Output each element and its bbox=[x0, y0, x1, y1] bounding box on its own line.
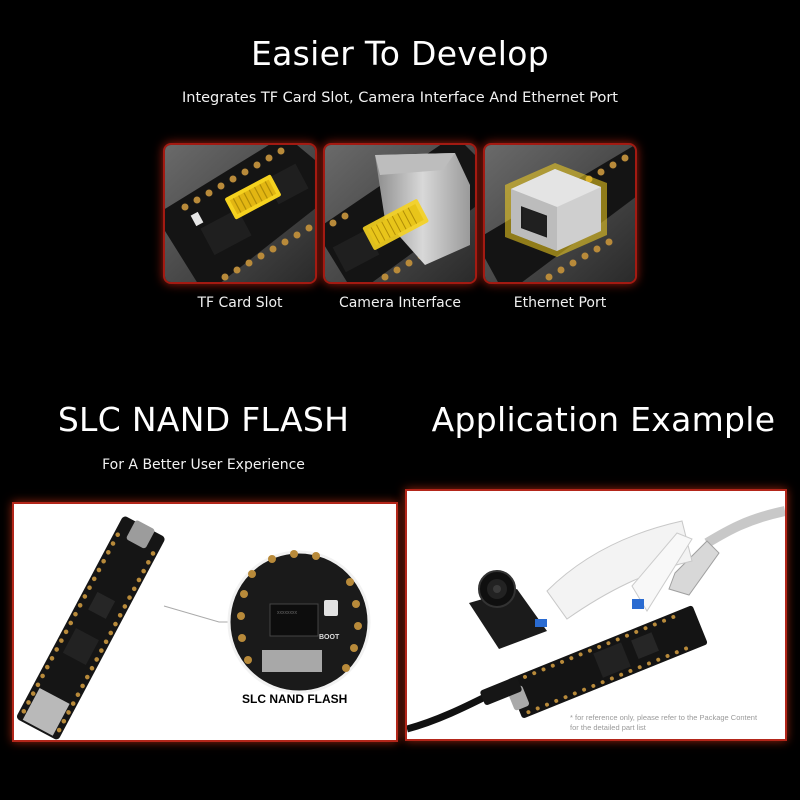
nand-flash-panel: xxxxxxxx BOOT SLC NAND FLASH bbox=[14, 504, 396, 740]
reference-note: * for reference only, please refer to th… bbox=[570, 713, 782, 733]
reference-note-line1: * for reference only, please refer to th… bbox=[570, 713, 758, 722]
ethernet-port-caption: Ethernet Port bbox=[513, 295, 607, 311]
nand-callout-label: SLC NAND FLASH bbox=[242, 692, 348, 706]
boot-label: BOOT bbox=[319, 634, 340, 641]
section-subtitle-develop: Integrates TF Card Slot, Camera Interfac… bbox=[181, 90, 618, 106]
reference-note-line2: for the detailed part list bbox=[570, 723, 646, 732]
section-title-develop: Easier To Develop bbox=[251, 34, 549, 73]
section-title-application: Application Example bbox=[431, 400, 776, 439]
application-example-panel: * for reference only, please refer to th… bbox=[407, 491, 785, 739]
section-title-nand: SLC NAND FLASH bbox=[57, 400, 350, 439]
tf-card-slot-image bbox=[165, 145, 315, 282]
camera-interface-caption: Camera Interface bbox=[338, 295, 462, 311]
ethernet-port-image bbox=[485, 145, 635, 282]
camera-interface-image bbox=[325, 145, 475, 282]
board-image bbox=[16, 516, 165, 740]
section-subtitle-nand: For A Better User Experience bbox=[102, 457, 305, 473]
svg-text:xxxxxxxx: xxxxxxxx bbox=[277, 610, 298, 616]
tf-card-slot-caption: TF Card Slot bbox=[197, 295, 283, 311]
